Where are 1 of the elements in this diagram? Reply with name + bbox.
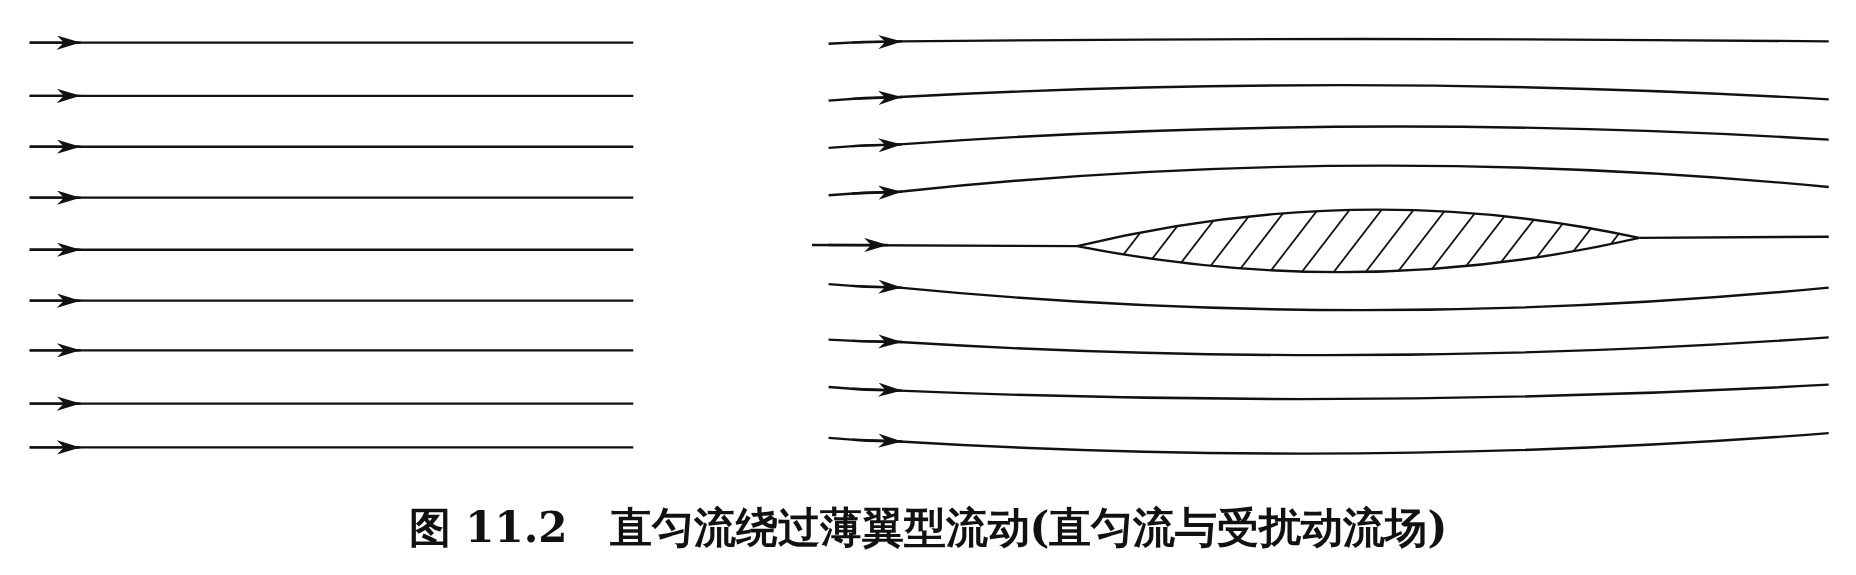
- figure-caption: 图 11.2 直匀流绕过薄翼型流动(直匀流与受扰动流场): [408, 503, 1448, 552]
